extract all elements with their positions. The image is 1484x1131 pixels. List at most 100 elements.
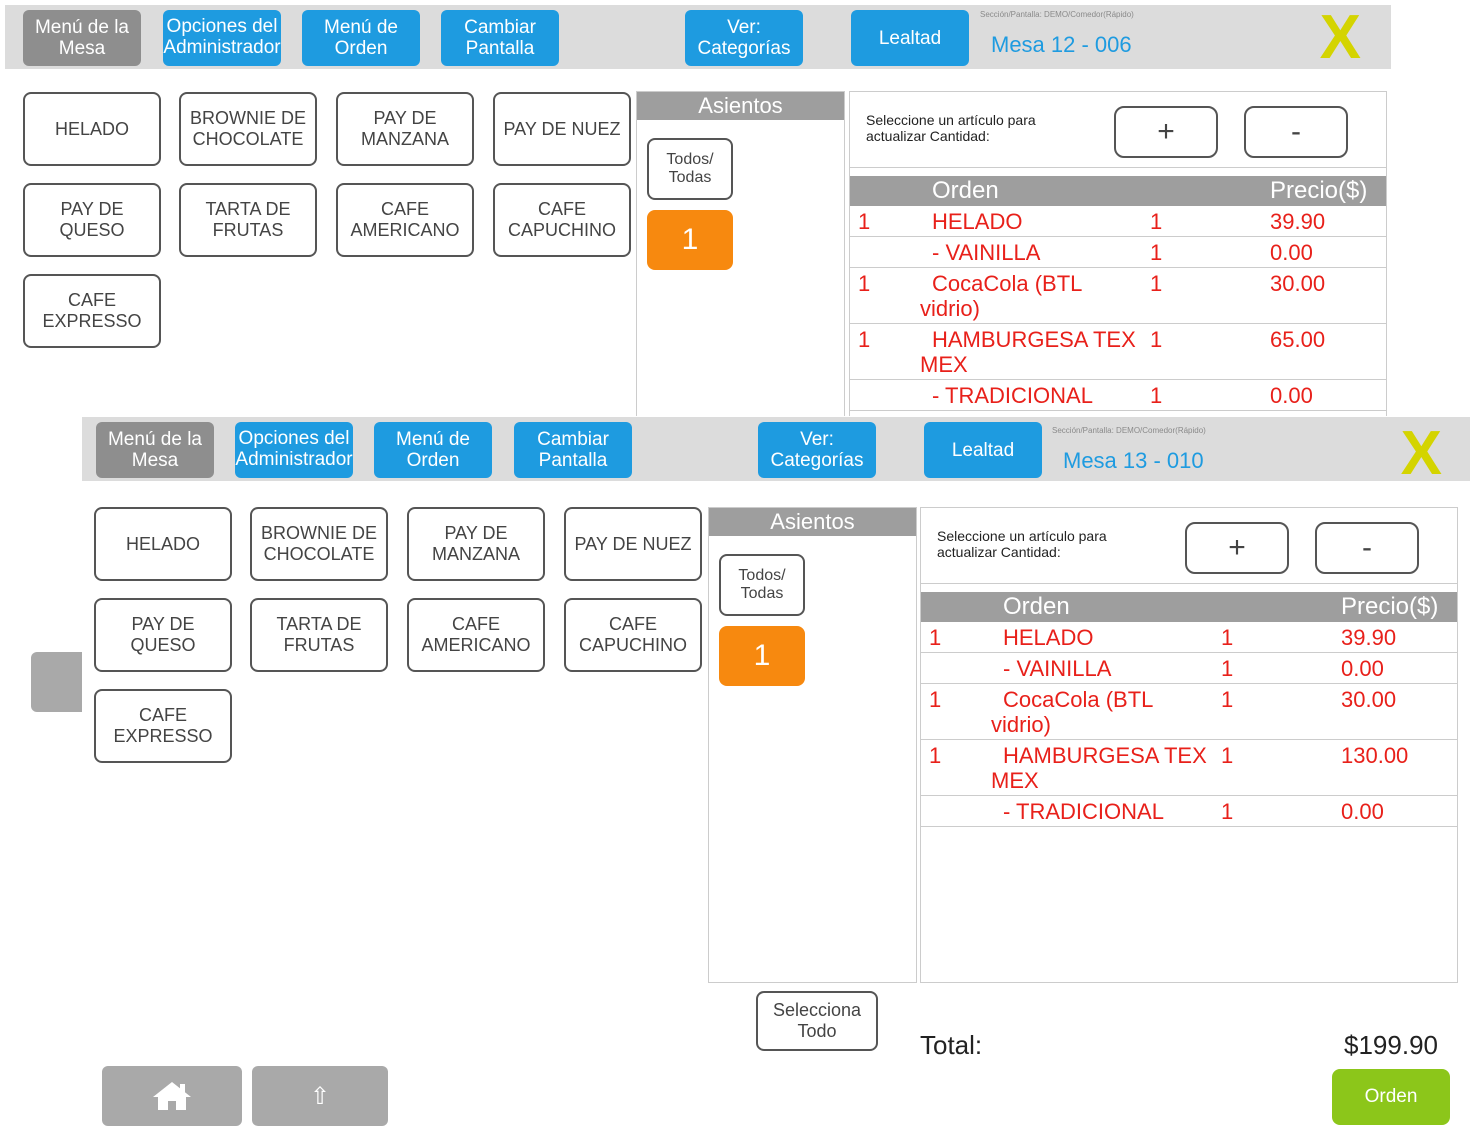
lealtad-button[interactable]: Lealtad	[851, 10, 969, 66]
row-item-name: - TRADICIONAL	[1003, 799, 1164, 824]
cambiar-pantalla-button[interactable]: Cambiar Pantalla	[514, 422, 632, 478]
home-button[interactable]	[102, 1066, 242, 1126]
arrow-up-icon: ⇧	[309, 1082, 331, 1110]
decrease-quantity-button[interactable]: -	[1315, 522, 1419, 574]
row-item-name: HAMBURGESA TEX MEX	[991, 743, 1207, 793]
row-seat: 1	[858, 209, 871, 234]
row-item-name: HELADO	[932, 209, 1023, 234]
order-row[interactable]: 1 HAMBURGESA TEX MEX 1 65.00	[850, 324, 1386, 380]
row-qty: 1	[1221, 656, 1234, 681]
quantity-prompt: Seleccione un artículo para actualizar C…	[937, 528, 1107, 560]
row-seat: 1	[858, 271, 871, 296]
row-item-name: - TRADICIONAL	[932, 383, 1093, 408]
total-value: $199.90	[1344, 1030, 1438, 1060]
row-qty: 1	[1150, 327, 1163, 352]
menu-item-cafe-capuchino[interactable]: CAFE CAPUCHINO	[564, 598, 702, 672]
menu-item-helado[interactable]: HELADO	[94, 507, 232, 581]
row-price: 130.00	[1341, 743, 1409, 768]
order-row[interactable]: 1 HELADO 1 39.90	[850, 206, 1386, 237]
row-seat: 1	[858, 327, 871, 352]
order-row[interactable]: 1 CocaCola (BTL vidrio) 1 30.00	[921, 684, 1457, 740]
order-rows: 1 HELADO 1 39.90 - VAINILLA 1 0.00 1 Coc…	[850, 206, 1386, 411]
increase-quantity-button[interactable]: +	[1185, 522, 1289, 574]
todos-seats-button[interactable]: Todos/ Todas	[647, 138, 733, 200]
menu-item-cafe-capuchino[interactable]: CAFE CAPUCHINO	[493, 183, 631, 257]
order-row[interactable]: - VAINILLA 1 0.00	[921, 653, 1457, 684]
close-icon[interactable]: X	[1319, 5, 1361, 72]
row-item-name: CocaCola (BTL vidrio)	[920, 271, 1082, 321]
order-table-header: Orden Precio($)	[921, 592, 1457, 622]
row-qty: 1	[1221, 799, 1234, 824]
order-row[interactable]: - TRADICIONAL 1 0.00	[921, 796, 1457, 827]
menu-orden-button[interactable]: Menú de Orden	[374, 422, 492, 478]
menu-item-cafe-expresso[interactable]: CAFE EXPRESSO	[94, 689, 232, 763]
order-panel: Seleccione un artículo para actualizar C…	[849, 91, 1387, 416]
scroll-up-button[interactable]: ⇧	[252, 1066, 388, 1126]
orden-submit-button[interactable]: Orden	[1332, 1069, 1450, 1125]
close-icon[interactable]: X	[1400, 419, 1442, 488]
menu-item-pay-manzana[interactable]: PAY DE MANZANA	[336, 92, 474, 166]
col-orden: Orden	[932, 177, 999, 204]
order-row[interactable]: 1 HAMBURGESA TEX MEX 1 130.00	[921, 740, 1457, 796]
col-precio: Precio($)	[1341, 593, 1439, 620]
menu-item-pay-queso[interactable]: PAY DE QUESO	[94, 598, 232, 672]
cambiar-pantalla-button[interactable]: Cambiar Pantalla	[441, 10, 559, 66]
menu-item-brownie[interactable]: BROWNIE DE CHOCOLATE	[179, 92, 317, 166]
row-price: 0.00	[1270, 240, 1313, 265]
menu-item-brownie[interactable]: BROWNIE DE CHOCOLATE	[250, 507, 388, 581]
section-label: Sección/Pantalla: DEMO/Comedor(Rápido)	[980, 10, 1134, 19]
selecciona-todo-button[interactable]: Selecciona Todo	[756, 991, 878, 1051]
menu-item-cafe-americano[interactable]: CAFE AMERICANO	[336, 183, 474, 257]
opciones-admin-button[interactable]: Opciones del Administrador	[163, 10, 281, 66]
quantity-bar: Seleccione un artículo para actualizar C…	[921, 508, 1457, 584]
row-price: 0.00	[1341, 799, 1384, 824]
order-row[interactable]: - TRADICIONAL 1 0.00	[850, 380, 1386, 411]
row-price: 65.00	[1270, 327, 1326, 352]
col-orden: Orden	[1003, 593, 1070, 620]
menu-item-cafe-americano[interactable]: CAFE AMERICANO	[407, 598, 545, 672]
menu-mesa-button[interactable]: Menú de la Mesa	[23, 10, 141, 66]
row-qty: 1	[1150, 240, 1163, 265]
row-qty: 1	[1221, 687, 1234, 712]
row-seat: 1	[929, 625, 942, 650]
menu-item-tarta-frutas[interactable]: TARTA DE FRUTAS	[179, 183, 317, 257]
row-qty: 1	[1150, 271, 1163, 296]
row-qty: 1	[1150, 209, 1163, 234]
mesa-title: Mesa 12 - 006	[991, 32, 1132, 57]
home-icon	[153, 1082, 191, 1110]
opciones-admin-button[interactable]: Opciones del Administrador	[235, 422, 353, 478]
order-rows: 1 HELADO 1 39.90 - VAINILLA 1 0.00 1 Coc…	[921, 622, 1457, 827]
ver-categorias-button[interactable]: Ver: Categorías	[758, 422, 876, 478]
row-item-name: - VAINILLA	[1003, 656, 1112, 681]
menu-mesa-button[interactable]: Menú de la Mesa	[96, 422, 214, 478]
pos-screen-mesa-12: Menú de la Mesa Opciones del Administrad…	[5, 5, 1391, 416]
seat-1-button[interactable]: 1	[719, 626, 805, 686]
total-label: Total:	[920, 1030, 983, 1060]
row-seat: 1	[929, 743, 942, 768]
decrease-quantity-button[interactable]: -	[1244, 106, 1348, 158]
ver-categorias-button[interactable]: Ver: Categorías	[685, 10, 803, 66]
seats-panel: Asientos Todos/ Todas 1	[636, 91, 845, 416]
seats-header: Asientos	[637, 92, 844, 120]
menu-orden-button[interactable]: Menú de Orden	[302, 10, 420, 66]
menu-item-pay-nuez[interactable]: PAY DE NUEZ	[564, 507, 702, 581]
row-qty: 1	[1150, 383, 1163, 408]
order-row[interactable]: 1 CocaCola (BTL vidrio) 1 30.00	[850, 268, 1386, 324]
row-qty: 1	[1221, 743, 1234, 768]
seats-panel: Asientos Todos/ Todas 1	[708, 507, 917, 983]
menu-item-helado[interactable]: HELADO	[23, 92, 161, 166]
menu-item-tarta-frutas[interactable]: TARTA DE FRUTAS	[250, 598, 388, 672]
order-row[interactable]: 1 HELADO 1 39.90	[921, 622, 1457, 653]
row-item-name: CocaCola (BTL vidrio)	[991, 687, 1153, 737]
seat-1-button[interactable]: 1	[647, 210, 733, 270]
todos-seats-button[interactable]: Todos/ Todas	[719, 554, 805, 616]
menu-item-pay-nuez[interactable]: PAY DE NUEZ	[493, 92, 631, 166]
partial-hidden-button	[31, 652, 83, 712]
lealtad-button[interactable]: Lealtad	[924, 422, 1042, 478]
menu-item-cafe-expresso[interactable]: CAFE EXPRESSO	[23, 274, 161, 348]
menu-item-pay-manzana[interactable]: PAY DE MANZANA	[407, 507, 545, 581]
row-item-name: HAMBURGESA TEX MEX	[920, 327, 1136, 377]
increase-quantity-button[interactable]: +	[1114, 106, 1218, 158]
order-row[interactable]: - VAINILLA 1 0.00	[850, 237, 1386, 268]
menu-item-pay-queso[interactable]: PAY DE QUESO	[23, 183, 161, 257]
